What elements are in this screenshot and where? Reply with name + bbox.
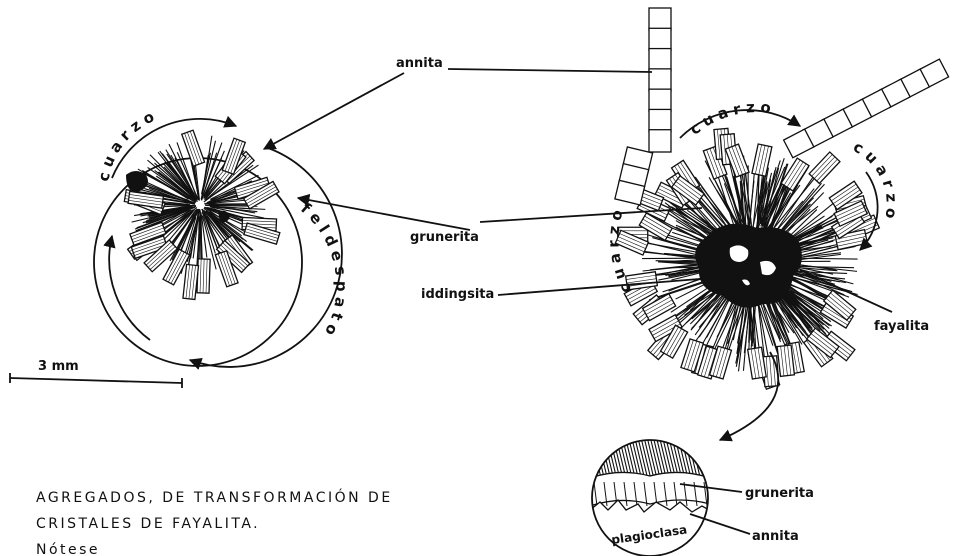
inset-fiber: [710, 440, 720, 482]
label-annita: annita: [396, 56, 443, 71]
fiber: [201, 212, 202, 264]
annita-stack-crystal: [649, 130, 671, 152]
annita-stack-crystal: [649, 28, 671, 50]
annita-stack-crystal: [649, 89, 671, 111]
annita-stack-crystal: [649, 69, 671, 91]
annita-stack-crystal: [649, 109, 671, 131]
caption-line-2: CRISTALES DE FAYALITA.: [36, 516, 260, 532]
annita-stack-crystal: [649, 8, 671, 30]
annita-stack-crystal: [649, 49, 671, 71]
detail-inset: plagioclasa grunerita annita: [590, 352, 814, 556]
right-annita-stacks: [615, 8, 949, 205]
caption: AGREGADOS, DE TRANSFORMACIÓN DE CRISTALE…: [36, 488, 393, 556]
right-cuarzo-top-label: cuarzo: [686, 98, 777, 139]
caption-line-1: AGREGADOS, DE TRANSFORMACIÓN DE: [36, 488, 393, 506]
leader-grunerita-right: [480, 208, 702, 222]
left-feldespato-label: feldespato: [297, 199, 350, 343]
label-fayalita: fayalita: [874, 319, 929, 334]
left-aggregate: cuarzo feldespato: [94, 105, 351, 367]
caption-line-3: Nótese: [36, 542, 100, 556]
annotations: annita grunerita iddingsita fayalita: [264, 56, 929, 334]
leader-annita-left: [264, 73, 404, 149]
inset-fiber: [707, 440, 717, 482]
scale-line: [10, 378, 182, 383]
inset-label-annita: annita: [752, 529, 799, 544]
inset-label-grunerita: grunerita: [745, 486, 814, 501]
label-grunerita: grunerita: [410, 230, 479, 245]
left-cuarzo-label: cuarzo: [94, 105, 161, 183]
leader-annita-right: [448, 69, 652, 72]
inset-fiber: [704, 440, 714, 482]
left-fayalite-relic-2: [218, 211, 230, 223]
label-iddingsita: iddingsita: [421, 287, 494, 302]
inset-fiber: [713, 440, 723, 482]
scale-label: 3 mm: [38, 359, 79, 374]
scale-bar: 3 mm: [10, 359, 182, 388]
